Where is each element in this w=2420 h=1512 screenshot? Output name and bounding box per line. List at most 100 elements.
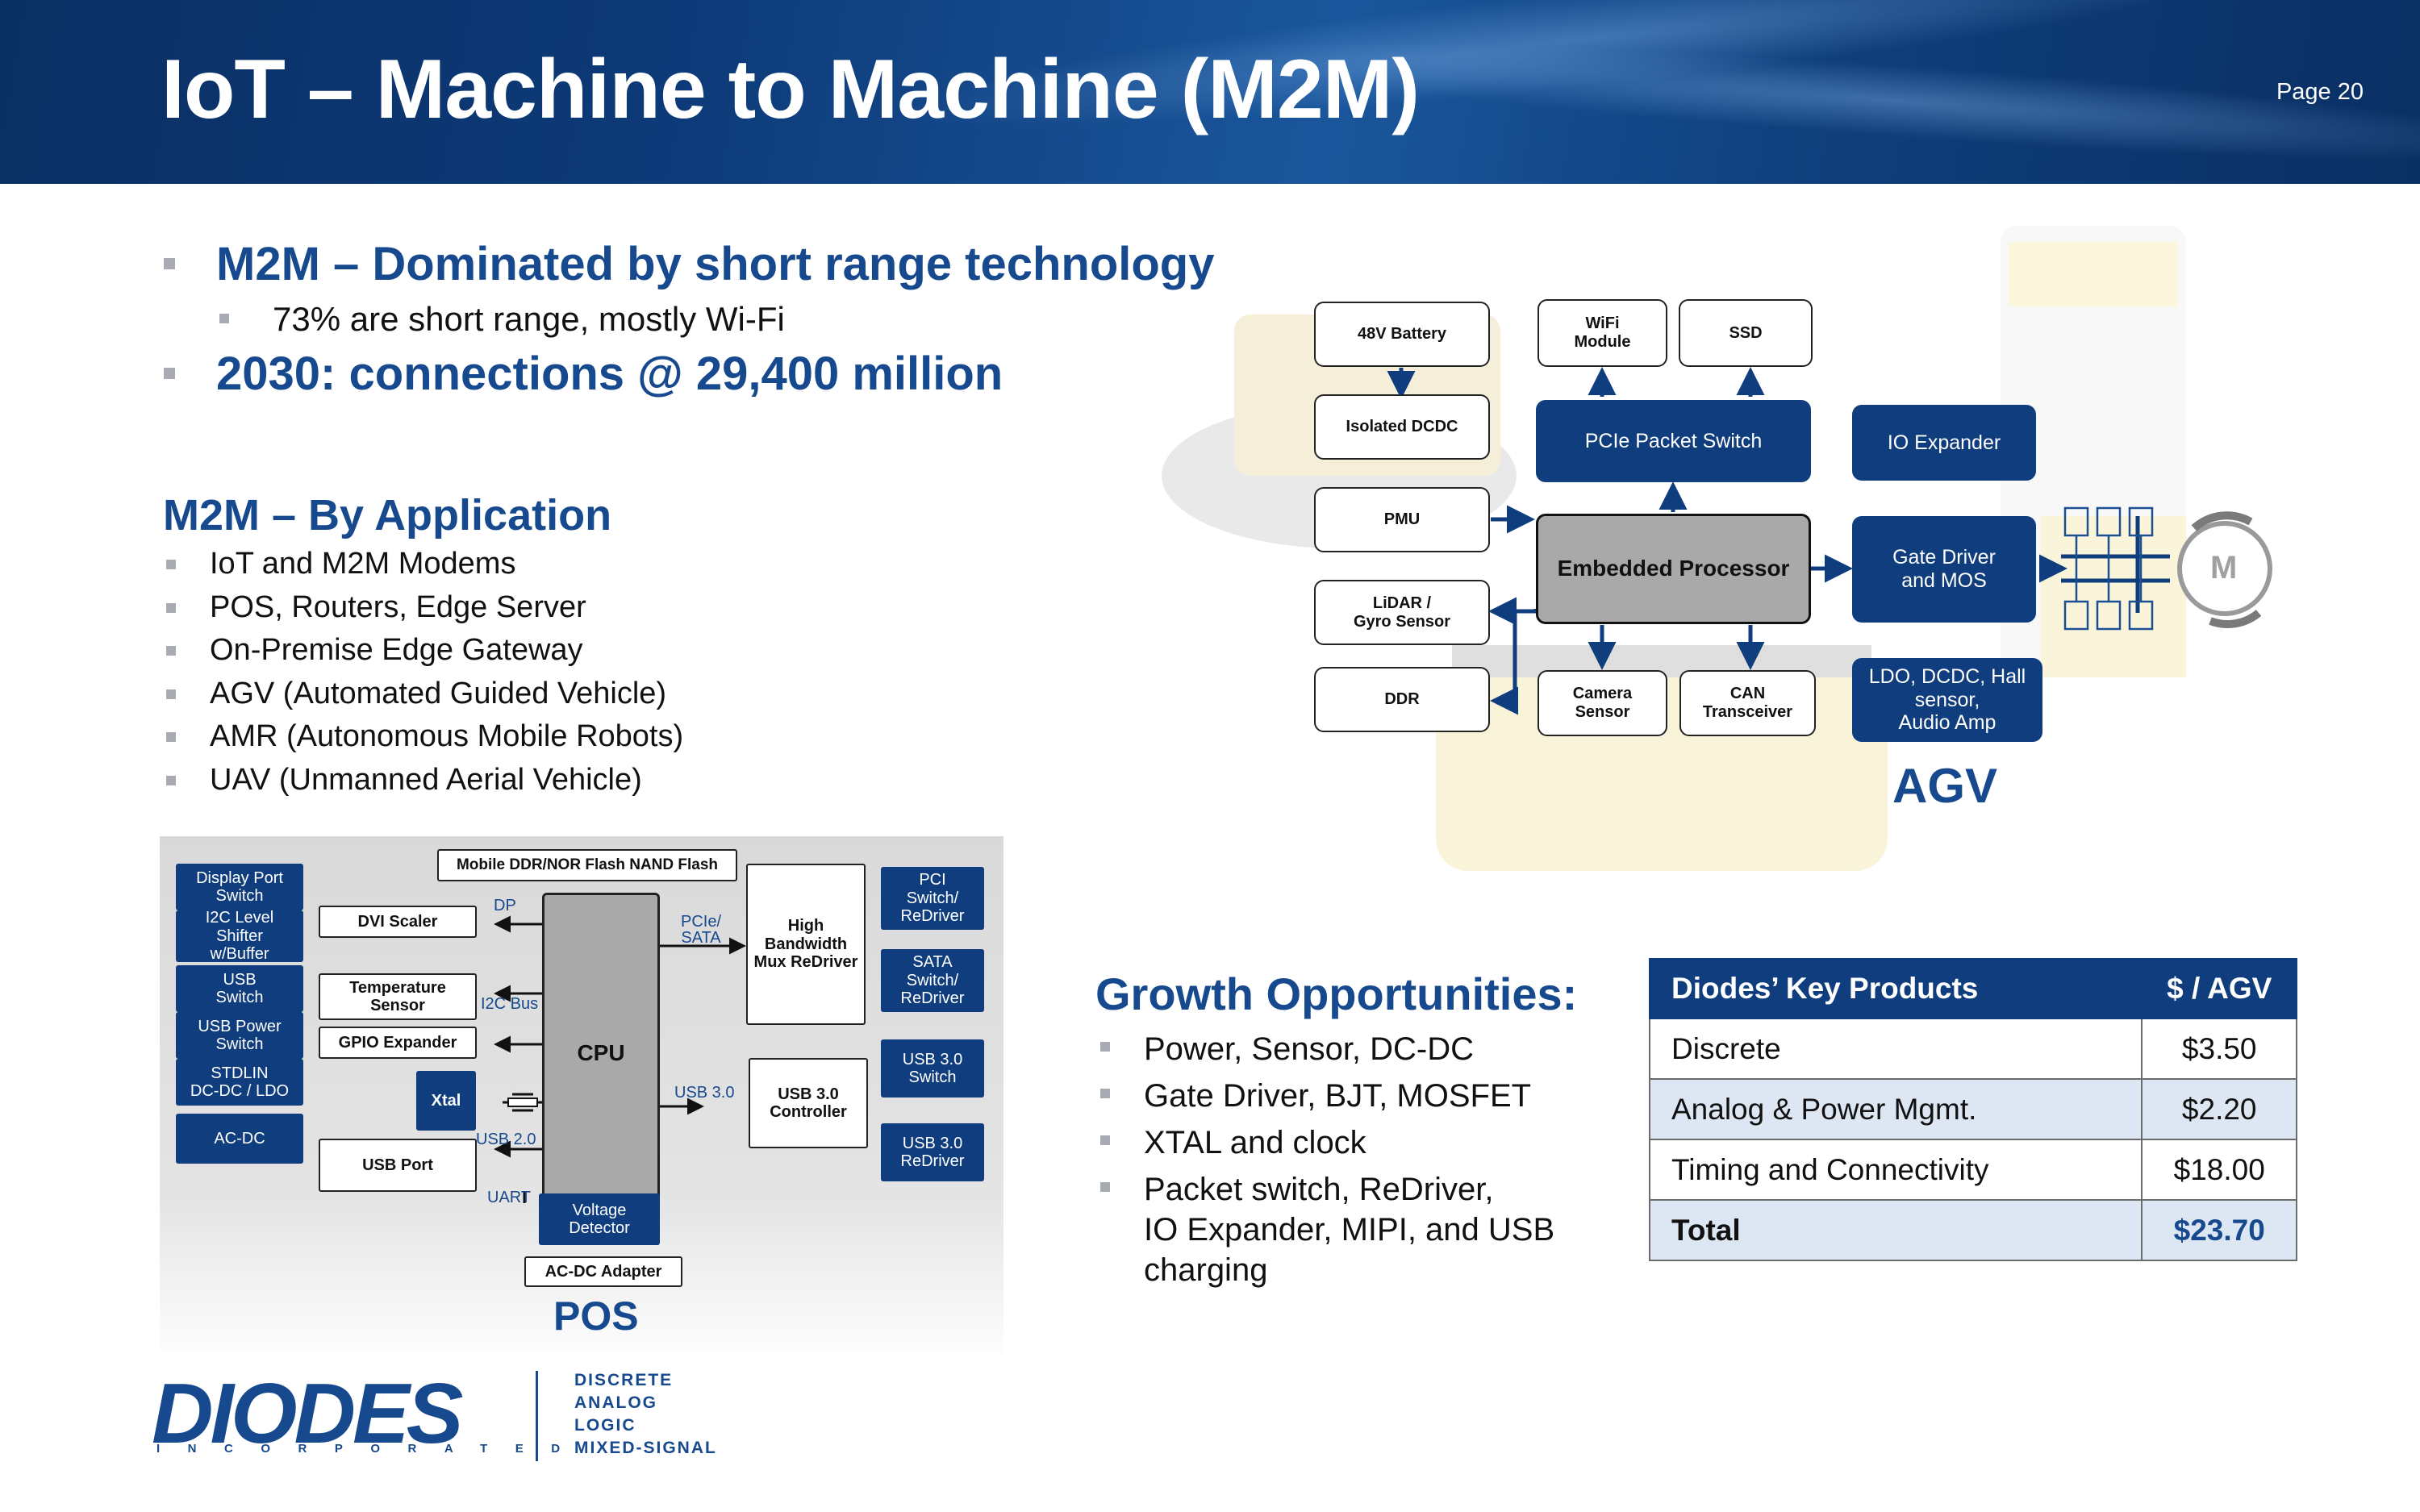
application-item: POS, Routers, Edge Server [210, 589, 586, 624]
pos-mobile-ddr-flash: Mobile DDR/NOR Flash NAND Flash [437, 849, 737, 881]
mosfet-bridge-icon [2063, 506, 2154, 631]
agv-pmu: PMU [1314, 487, 1490, 552]
bullet-marker [166, 732, 176, 742]
pos-right-box: USB 3.0 ReDriver [881, 1123, 984, 1181]
pos-label-dp: DP [494, 897, 516, 914]
bullet-marker [166, 775, 176, 785]
logo-tag-analog: ANALOG [574, 1393, 657, 1412]
pos-left-box: Display Port Switch [176, 864, 303, 910]
bullet-short-range: M2M – Dominated by short range technolog… [216, 238, 1215, 290]
growth-item: Gate Driver, BJT, MOSFET [1144, 1078, 1532, 1114]
pos-right-box: USB 3.0 Switch [881, 1039, 984, 1098]
agv-can-transceiver: CAN Transceiver [1679, 670, 1816, 736]
pos-right-box: SATA Switch/ ReDriver [881, 949, 984, 1012]
logo-tag-logic: LOGIC [574, 1416, 636, 1435]
logo-tag-mixed-signal: MIXED-SIGNAL [574, 1439, 717, 1457]
pos-left-box: I2C Level Shifter w/Buffer [176, 909, 303, 963]
pos-high-bandwidth-mux: High Bandwidth Mux ReDriver [746, 864, 866, 1025]
slide-title: IoT – Machine to Machine (M2M) [161, 43, 1420, 136]
bullet-marker [219, 314, 229, 323]
agv-pcie-packet-switch: PCIe Packet Switch [1536, 400, 1811, 482]
table-cell-product: Total [1648, 1199, 2143, 1261]
bullet-marker [166, 689, 176, 699]
bullet-marker [1100, 1182, 1110, 1192]
pos-label-usb2: USB 2.0 [476, 1131, 536, 1148]
logo-divider [536, 1371, 538, 1461]
diodes-logo-incorporated: INCORPORATED [156, 1442, 588, 1456]
key-products-table: Diodes’ Key Products $ / AGV Discrete $3… [1648, 958, 2297, 1261]
table-header-products: Diodes’ Key Products [1648, 958, 2143, 1019]
pos-voltage-detector: Voltage Detector [539, 1193, 660, 1245]
agv-io-expander: IO Expander [1852, 405, 2036, 481]
pos-label-uart: UART [487, 1189, 532, 1206]
table-cell-price: $23.70 [2141, 1199, 2297, 1261]
growth-item: Power, Sensor, DC-DC [1144, 1031, 1475, 1067]
bullet-marker [166, 560, 176, 569]
table-row: Analog & Power Mgmt. $2.20 [1648, 1078, 2297, 1140]
table-cell-product: Discrete [1648, 1018, 2143, 1080]
agv-lidar-gyro-sensor: LiDAR / Gyro Sensor [1314, 580, 1490, 645]
pos-label: POS [553, 1293, 639, 1339]
xtal-crystal-symbol [503, 1093, 543, 1112]
pos-usb-port: USB Port [319, 1139, 477, 1192]
pos-label-i2c-bus: I2C Bus [481, 995, 539, 1013]
application-item: UAV (Unmanned Aerial Vehicle) [210, 762, 642, 797]
bullet-marker [164, 368, 175, 379]
table-row: Timing and Connectivity $18.00 [1648, 1139, 2297, 1201]
pos-cpu: CPU [542, 893, 660, 1214]
pos-left-box: USB Switch [176, 965, 303, 1012]
pos-xtal: Xtal [416, 1071, 476, 1131]
bullet-marker [1100, 1042, 1110, 1052]
agv-embedded-processor: Embedded Processor [1536, 514, 1811, 624]
table-cell-price: $18.00 [2141, 1139, 2297, 1201]
pos-label-pcie-sata: PCIe/ SATA [681, 913, 722, 947]
agv-gate-driver-mos: Gate Driver and MOS [1852, 516, 2036, 623]
pos-left-box: USB Power Switch [176, 1012, 303, 1059]
motor-icon [2177, 511, 2272, 628]
pos-right-box: PCI Switch/ ReDriver [881, 867, 984, 930]
agv-isolated-dcdc: Isolated DCDC [1314, 394, 1490, 460]
pos-temperature-sensor: Temperature Sensor [319, 973, 477, 1020]
header-banner: IoT – Machine to Machine (M2M) Page 20 [0, 0, 2420, 184]
table-row: Discrete $3.50 [1648, 1018, 2297, 1080]
application-item: On-Premise Edge Gateway [210, 633, 583, 667]
bullet-short-range-detail: 73% are short range, mostly Wi-Fi [273, 300, 785, 338]
page-number: Page 20 [2276, 79, 2364, 105]
pos-connection-arrows [494, 915, 746, 1203]
logo-tag-discrete: DISCRETE [574, 1371, 674, 1389]
application-item: AGV (Automated Guided Vehicle) [210, 676, 667, 710]
table-row-total: Total $23.70 [1648, 1199, 2297, 1261]
agv-wifi-module: WiFi Module [1538, 299, 1667, 367]
table-header-price: $ / AGV [2141, 958, 2297, 1019]
by-application-heading: M2M – By Application [163, 491, 612, 539]
application-item: IoT and M2M Modems [210, 547, 516, 581]
pos-acdc-adapter: AC-DC Adapter [524, 1256, 682, 1287]
pos-usb3-controller: USB 3.0 Controller [749, 1058, 868, 1148]
pos-dvi-scaler: DVI Scaler [319, 906, 477, 938]
agv-ddr: DDR [1314, 667, 1490, 732]
table-cell-price: $3.50 [2141, 1018, 2297, 1080]
agv-camera-sensor: Camera Sensor [1538, 670, 1667, 736]
pos-label-usb3: USB 3.0 [674, 1084, 735, 1102]
motor-label: M [2210, 550, 2238, 585]
table-header-row: Diodes’ Key Products $ / AGV [1648, 958, 2297, 1019]
application-item: AMR (Autonomous Mobile Robots) [210, 719, 684, 753]
agv-ldo-dcdc-hall: LDO, DCDC, Hall sensor, Audio Amp [1852, 658, 2042, 742]
bullet-marker [1100, 1135, 1110, 1145]
bullet-marker [1100, 1089, 1110, 1098]
growth-item: XTAL and clock [1144, 1125, 1366, 1160]
table-cell-product: Timing and Connectivity [1648, 1139, 2143, 1201]
agv-48v-battery: 48V Battery [1314, 302, 1490, 367]
pos-gpio-expander: GPIO Expander [319, 1027, 477, 1059]
bullet-marker [164, 258, 175, 269]
table-cell-price: $2.20 [2141, 1078, 2297, 1140]
bullet-marker [166, 646, 176, 656]
pos-left-box: AC-DC [176, 1114, 303, 1164]
agv-label: AGV [1892, 759, 1998, 813]
growth-item: Packet switch, ReDriver, IO Expander, MI… [1144, 1172, 1555, 1288]
diodes-logo: DIODES [152, 1366, 463, 1461]
agv-ssd: SSD [1679, 299, 1813, 367]
bullet-connections-2030: 2030: connections @ 29,400 million [216, 348, 1003, 400]
